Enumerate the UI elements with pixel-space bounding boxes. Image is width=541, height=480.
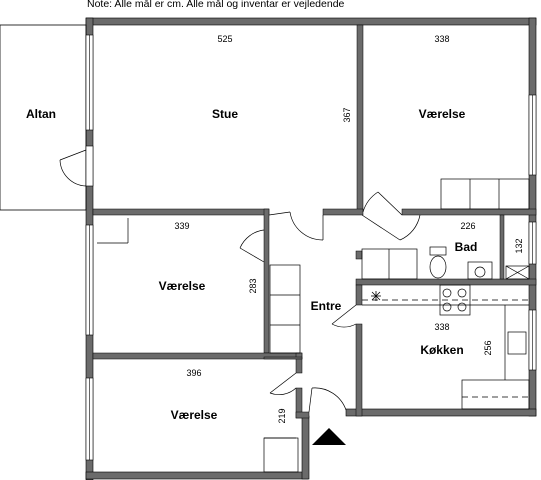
dim-vaerelse-sw-height: 219 <box>277 408 287 423</box>
dim-bad-width: 226 <box>460 221 475 231</box>
room-label-vaerelse-w: Værelse <box>159 279 206 293</box>
doors <box>59 149 421 413</box>
room-label-stue: Stue <box>212 107 238 121</box>
plan-note: Note: Alle mål er cm. Alle mål og invent… <box>87 0 345 10</box>
dim-stue-height: 367 <box>342 107 352 122</box>
extractor-fan-icon <box>371 291 381 301</box>
room-label-entre: Entre <box>311 299 342 313</box>
room-label-bad: Bad <box>455 240 478 254</box>
windows <box>85 34 537 461</box>
dim-stue-width: 525 <box>217 34 232 44</box>
entrance-arrow-icon <box>312 428 346 445</box>
room-label-altan: Altan <box>26 107 56 121</box>
room-label-vaerelse-ne: Værelse <box>419 107 466 121</box>
room-label-vaerelse-sw: Værelse <box>171 408 218 422</box>
dim-vaerelse-ne-width: 338 <box>434 34 449 44</box>
fixtures <box>97 178 530 473</box>
dim-bad-height: 132 <box>514 238 524 253</box>
dim-vaerelse-sw-width: 396 <box>186 368 201 378</box>
interior-walls <box>92 24 537 419</box>
room-label-kokken: Køkken <box>420 343 463 357</box>
dim-kokken-height: 256 <box>483 340 493 355</box>
dim-kokken-width: 338 <box>434 322 449 332</box>
dim-vaerelse-w-height: 283 <box>248 278 258 293</box>
dim-vaerelse-w-width: 339 <box>174 221 189 231</box>
